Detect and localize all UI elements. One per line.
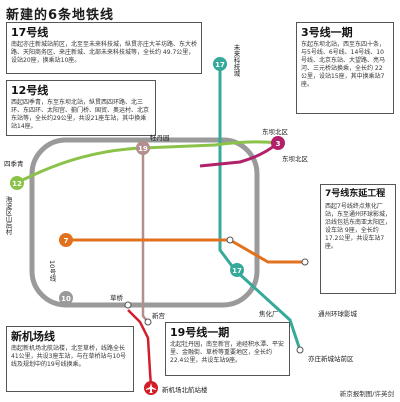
line3-description: 东起东坝北站，西至东四十条，与5号线、6号线、14号线、10号线、北京东站、大望… (301, 41, 386, 88)
svg-text:17: 17 (232, 267, 242, 275)
svg-text:12: 12 (12, 180, 22, 188)
label-xingong: 新宫 (152, 312, 165, 320)
info-box-new-airport: 新机场线 南起新机场北航站楼，北至草桥，线路全长41公里，共设3座车站，与在草桥… (6, 326, 134, 392)
svg-text:7: 7 (64, 237, 69, 245)
svg-text:10: 10 (61, 295, 71, 303)
line19-description: 北起牡丹园，南至新宫，途经积水潭、平安里、金融街、草桥等重要地区，全长约22.4… (170, 341, 285, 364)
label-sijiqing: 四季青 (4, 160, 24, 168)
line19-heading: 19号线一期 (170, 326, 230, 339)
info-box-line12: 12号线 西起四季青，东至东坝北站，纵贯西四环路、北三环、东四环、太阳宫、蓟门桥… (6, 80, 156, 136)
line19-route (141, 148, 149, 323)
info-box-line7: 7号线东延工程 西起7号线终点焦化厂站，东至通州环球影城，沿线包括东南亚太阳区，… (320, 184, 396, 294)
svg-text:3: 3 (276, 140, 281, 148)
line3-heading: 3号线一期 (301, 26, 353, 39)
station-xingong (144, 318, 152, 326)
label-haidian-shanhou: 海淀区山后村 (4, 196, 12, 235)
line12-heading: 12号线 (11, 84, 49, 97)
station-yizhuang (296, 346, 304, 354)
label-line10: 10号线 (48, 260, 56, 282)
badge-line12: 12 (10, 176, 24, 190)
line12-description: 西起四季青，东至东坝北站，纵贯西四环路、北三环、东四环、太阳宫、蓟门桥、国贸、奥… (11, 99, 150, 130)
new-airport-route (127, 309, 153, 387)
line17-description: 南起亦庄新城站前区，北至至未来科技城，纵贯亦庄大羊坊路、东大桥路、天阳商务区、来… (11, 41, 198, 64)
label-mudanyuan: 牡丹园 (150, 134, 170, 142)
svg-text:19: 19 (138, 145, 148, 153)
label-dongba-north-district: 东坝北区 (282, 155, 308, 163)
badge-line17-bottom: 17 (230, 263, 244, 277)
badge-line17-top: 17 (213, 57, 227, 71)
station-jiaohuachang (226, 236, 234, 244)
badge-line19: 19 (136, 141, 150, 155)
label-new-airport-station: 新机场北航站楼 (162, 386, 208, 394)
label-tongzhou-huanqiu: 通州环球影城 (318, 310, 357, 318)
label-dongba-north-station: 东坝北区 (262, 128, 288, 136)
label-caoqiao: 草桥 (110, 294, 123, 302)
station-tongzhou (301, 258, 309, 266)
label-weilai-keji: 未来科技城 (232, 44, 240, 77)
badge-line10: 10 (59, 291, 73, 305)
new-airport-heading: 新机场线 (11, 330, 55, 343)
svg-text:17: 17 (215, 61, 225, 69)
label-jiaohuachang: 焦化厂 (259, 310, 279, 318)
line7-heading: 7号线东延工程 (325, 189, 386, 199)
line17-route (218, 60, 302, 351)
line10-ring (29, 137, 260, 308)
credit: 新京报制图/许英剑 (339, 390, 394, 398)
info-box-line17: 17号线 南起亦庄新城站前区，北至至未来科技城，纵贯亦庄大羊坊路、东大桥路、天阳… (6, 22, 202, 74)
line7-route (66, 238, 305, 264)
airplane-icon (144, 381, 158, 395)
line17-heading: 17号线 (11, 26, 49, 39)
info-box-line3: 3号线一期 东起东坝北站，西至东四十条，与5号线、6号线、14号线、10号线、北… (296, 22, 394, 114)
page-title: 新建的6条地铁线 (6, 8, 115, 23)
line7-description: 西起7号线终点焦化厂站，东至通州环球影城，沿线包括东南亚太阳区，设车站 9座，全… (325, 203, 392, 250)
new-airport-description: 南起新机场北航站楼，北至草桥，线路全长41公里，共设3座车站，与在草桥站与10号… (11, 345, 127, 368)
badge-line7: 7 (59, 233, 73, 247)
label-yizhuang-station: 亦庄新城站前区 (308, 355, 354, 363)
info-box-line19: 19号线一期 北起牡丹园，南至新宫，途经积水潭、平安里、金融街、草桥等重要地区，… (165, 322, 290, 376)
badge-line3: 3 (271, 136, 285, 150)
station-caoqiao (124, 301, 132, 309)
